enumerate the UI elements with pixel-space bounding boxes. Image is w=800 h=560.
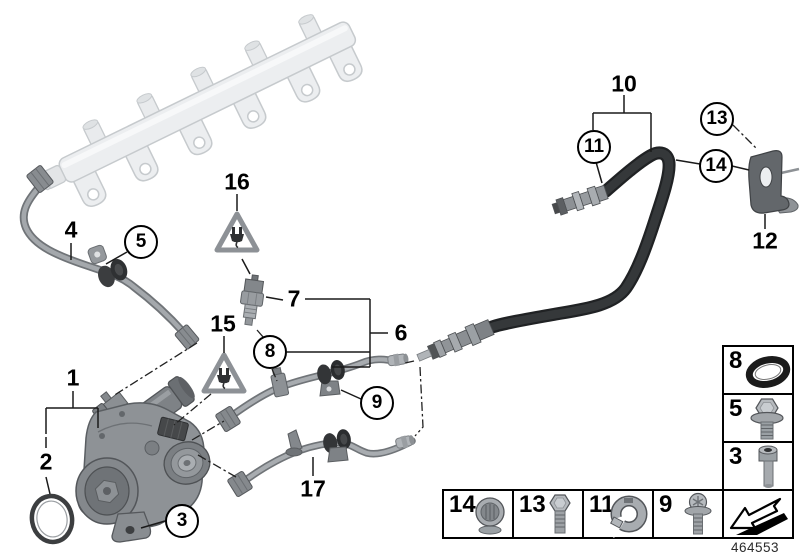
callout-13-circle[interactable]: 13 xyxy=(700,102,734,136)
line-clip-5 xyxy=(87,244,107,265)
warning-triangle-16[interactable] xyxy=(214,211,260,253)
legend-cell-11[interactable]: 11 xyxy=(582,489,654,539)
legend-cell-5[interactable]: 5 xyxy=(722,393,794,443)
legend-cell-13[interactable]: 13 xyxy=(512,489,584,539)
legend-label: 8 xyxy=(729,347,743,374)
callout-9-circle[interactable]: 9 xyxy=(360,386,394,420)
cap-nut-icon xyxy=(475,497,505,535)
legend-label: 3 xyxy=(729,443,743,470)
callout-lines xyxy=(45,95,766,529)
callout-14-circle[interactable]: 14 xyxy=(699,149,733,183)
legend-cell-3[interactable]: 3 xyxy=(722,441,794,491)
rubber-grommet xyxy=(98,259,128,288)
rail-pressure-sensor xyxy=(240,274,265,326)
fuel-rail-ghost xyxy=(38,14,363,207)
hose-quick-connector xyxy=(551,184,609,216)
callout-4[interactable]: 4 xyxy=(64,216,78,243)
electrical-plug-warning-icon xyxy=(230,227,244,249)
legend-label: 11 xyxy=(589,491,615,518)
electrical-plug-warning-icon xyxy=(217,368,231,390)
warning-triangle-15[interactable] xyxy=(201,352,247,394)
callout-6[interactable]: 6 xyxy=(394,319,408,346)
lower-injection-line xyxy=(227,429,416,497)
torx-flange-screw-icon xyxy=(684,492,712,535)
callout-1[interactable]: 1 xyxy=(66,364,80,391)
fuel-hose-10 xyxy=(485,146,676,334)
upper-injection-line xyxy=(215,353,409,432)
callout-16[interactable]: 16 xyxy=(224,168,250,195)
callout-10[interactable]: 10 xyxy=(611,70,637,97)
socket-head-screw-icon xyxy=(758,445,778,488)
high-pressure-pump xyxy=(75,376,211,543)
callout-7[interactable]: 7 xyxy=(287,285,301,312)
callout-5-circle[interactable]: 5 xyxy=(124,225,158,259)
legend-label: 13 xyxy=(519,491,546,518)
direction-arrow-icon xyxy=(729,497,788,535)
callout-11-circle[interactable]: 11 xyxy=(577,130,611,164)
flange-hex-bolt-icon xyxy=(750,398,784,440)
o-ring-seal xyxy=(29,493,75,545)
pump-outlet-flange xyxy=(163,441,211,485)
legend-cell-14[interactable]: 14 xyxy=(442,489,514,539)
part-number: 464553 xyxy=(730,540,780,555)
callout-8-circle[interactable]: 8 xyxy=(253,335,287,369)
hex-bolt-icon xyxy=(549,494,571,534)
legend-label: 5 xyxy=(729,395,743,422)
clamp-clip-icon xyxy=(608,495,648,538)
legend-label: 14 xyxy=(449,491,476,518)
legend-cell-8[interactable]: 8 xyxy=(722,345,794,395)
legend-cell-9[interactable]: 9 xyxy=(652,489,724,539)
legend-label: 9 xyxy=(659,491,673,518)
union-nut xyxy=(26,165,54,193)
feed-line-4 xyxy=(19,165,200,350)
rubber-grommet xyxy=(323,429,351,454)
pump-electrical-connector xyxy=(157,416,189,442)
hose-pipe-connector xyxy=(416,319,495,362)
o-ring-icon xyxy=(745,355,791,389)
callout-17[interactable]: 17 xyxy=(300,475,326,502)
alignment-dashdot-lines xyxy=(112,124,758,478)
callout-3-circle[interactable]: 3 xyxy=(165,504,199,538)
callout-12[interactable]: 12 xyxy=(752,227,778,254)
callout-15[interactable]: 15 xyxy=(210,310,236,337)
mounting-bracket-12 xyxy=(748,150,800,214)
view-direction-cell[interactable] xyxy=(722,489,794,539)
callout-2[interactable]: 2 xyxy=(39,448,53,475)
